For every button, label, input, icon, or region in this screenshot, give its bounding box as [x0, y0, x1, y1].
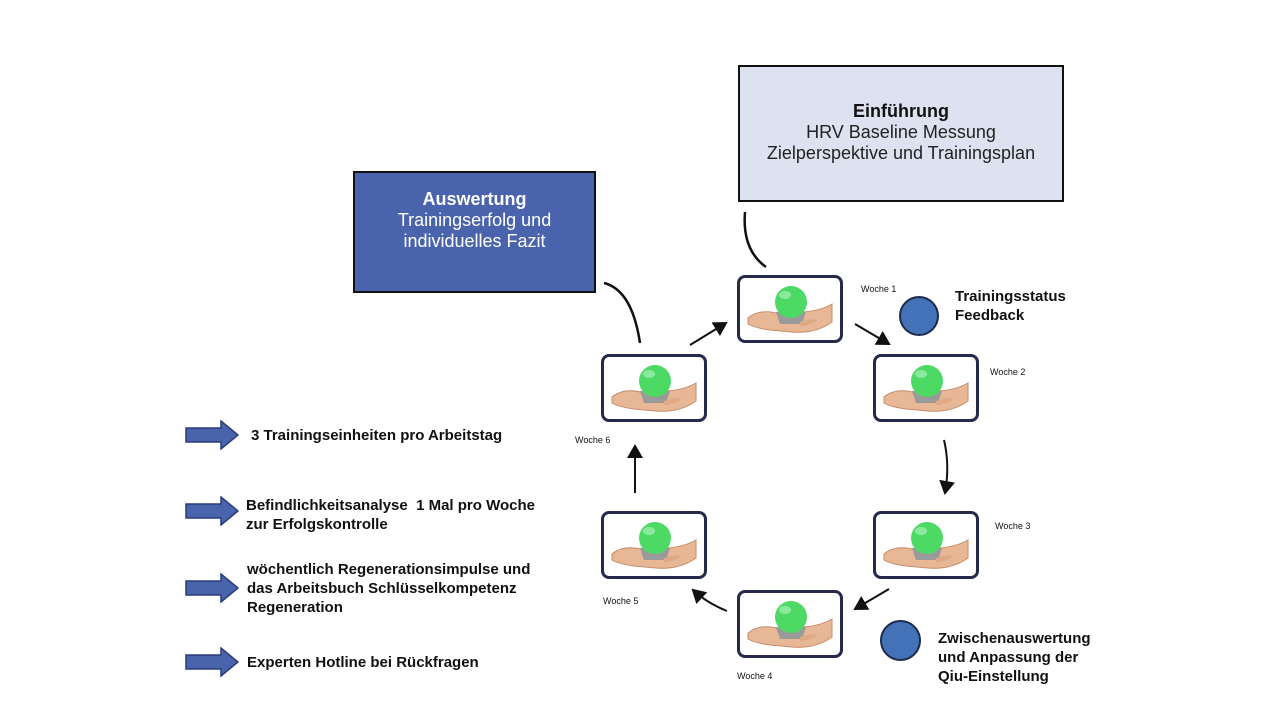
status-note-line-2: Feedback	[955, 307, 1025, 324]
bullet-1: 3 Trainingseinheiten pro Arbeitstag	[251, 426, 502, 445]
hand-ball-icon	[883, 522, 969, 569]
arrow-w3-w4	[853, 588, 890, 611]
week-4-node	[737, 590, 843, 658]
arrow-w6-w1	[689, 321, 728, 346]
hand-ball-icon	[747, 286, 833, 333]
week-2-label: Woche 2	[990, 367, 1026, 377]
week-6-label: Woche 6	[575, 435, 611, 445]
status-dot-icon	[899, 296, 939, 336]
bullet-3-line-3: Regeneration	[247, 599, 343, 616]
bullet-3-line-2: das Arbeitsbuch Schlüsselkompetenz	[247, 580, 517, 597]
einfuehrung-box: Einführung HRV Baseline Messung Zielpers…	[738, 65, 1064, 202]
week-4-label: Woche 4	[737, 671, 773, 681]
zwischen-note-line-1: Zwischenauswertung	[938, 630, 1091, 647]
auswertung-box: Auswertung Trainingserfolg und individue…	[353, 171, 596, 293]
auswertung-title: Auswertung	[422, 189, 527, 209]
block-arrow-right-icon	[185, 573, 239, 603]
bullet-3: wöchentlich Regenerationsimpulse und das…	[247, 560, 530, 617]
arrow-w1-w2	[854, 323, 891, 346]
hand-ball-icon	[883, 365, 969, 412]
bullet-1-line-1: 3 Trainingseinheiten pro Arbeitstag	[251, 427, 503, 444]
week-2-node	[873, 354, 979, 422]
zwischen-dot-icon	[880, 620, 921, 661]
arrow-w2-w3	[939, 439, 955, 495]
einfuehrung-line-1: HRV Baseline Messung	[806, 122, 996, 142]
week-1-node	[737, 275, 843, 343]
bullet-4-line-1: Experten Hotline bei Rückfragen	[247, 654, 479, 671]
bullet-2-line-2: zur Erfolgskontrolle	[246, 516, 388, 533]
block-arrow-right-icon	[185, 420, 239, 450]
einfuehrung-line-2: Zielperspektive und Trainingsplan	[766, 143, 1036, 163]
week-1-label: Woche 1	[861, 284, 897, 294]
hand-ball-icon	[611, 365, 697, 412]
connector-auswertung	[603, 281, 642, 344]
week-3-label: Woche 3	[995, 521, 1031, 531]
block-arrow-right-icon	[185, 496, 239, 526]
bullet-2-line-1: Befindlichkeitsanalyse 1 Mal pro Woche	[246, 497, 535, 514]
arrow-w4-w5	[691, 588, 728, 612]
bullet-2: Befindlichkeitsanalyse 1 Mal pro Woche z…	[246, 496, 535, 534]
bullet-3-line-1: wöchentlich Regenerationsimpulse und	[247, 561, 531, 578]
status-note: Trainingsstatus Feedback	[955, 287, 1066, 325]
hand-ball-icon	[611, 522, 697, 569]
connector-einfuehrung	[743, 211, 767, 269]
week-5-label: Woche 5	[603, 596, 639, 606]
hand-ball-icon	[747, 601, 833, 648]
bullet-4: Experten Hotline bei Rückfragen	[247, 653, 479, 672]
auswertung-line-1: Trainingserfolg und	[397, 210, 552, 230]
zwischen-note-line-3: Qiu-Einstellung	[938, 668, 1049, 685]
zwischen-note: Zwischenauswertung und Anpassung der Qiu…	[938, 629, 1091, 686]
zwischen-note-line-2: und Anpassung der	[938, 649, 1079, 666]
week-3-node	[873, 511, 979, 579]
block-arrow-right-icon	[185, 647, 239, 677]
week-5-node	[601, 511, 707, 579]
status-note-line-1: Trainingsstatus	[955, 288, 1066, 305]
einfuehrung-title: Einführung	[853, 101, 949, 121]
week-6-node	[601, 354, 707, 422]
auswertung-line-2: individuelles Fazit	[403, 231, 546, 251]
